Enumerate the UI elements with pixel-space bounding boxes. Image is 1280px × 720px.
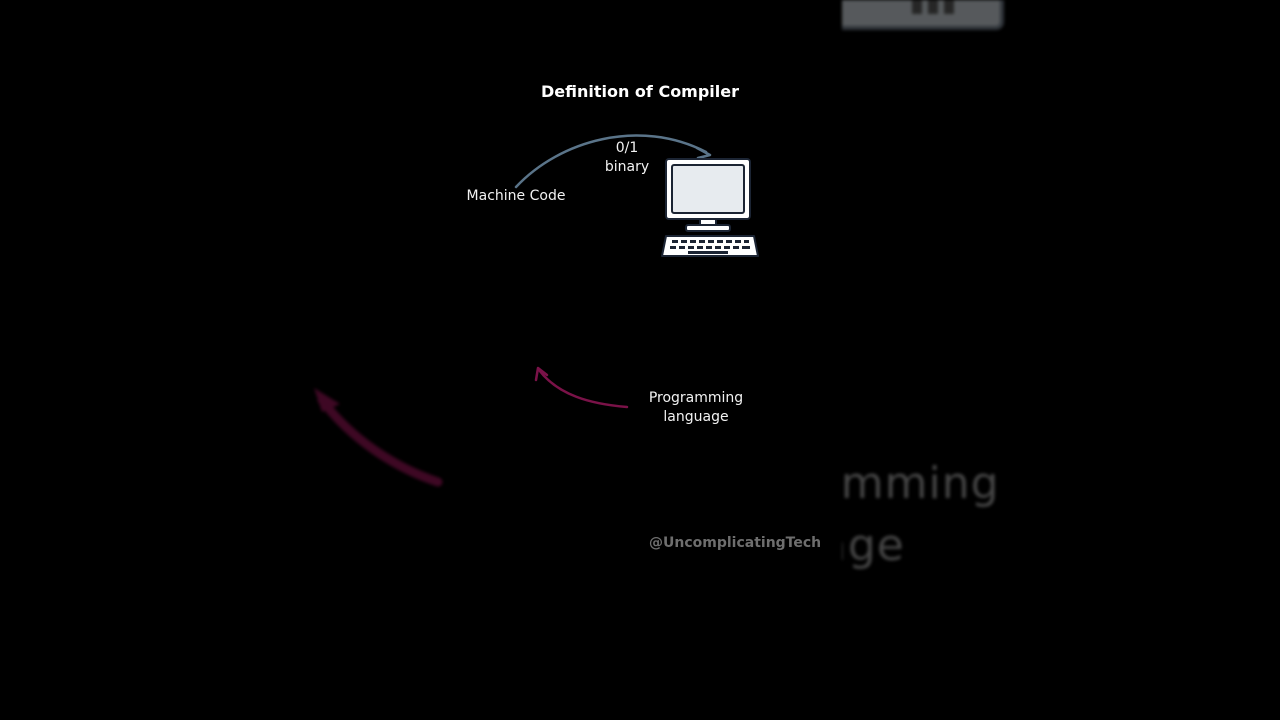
channel-watermark: @UncomplicatingTech bbox=[649, 535, 822, 551]
binary-label-line2: binary bbox=[604, 159, 650, 175]
programming-label-line1: Programming bbox=[648, 390, 744, 406]
background-keyboard-icon bbox=[842, 0, 1012, 36]
diagram-title: Definition of Compiler bbox=[540, 82, 740, 101]
binary-label-line1: 0/1 bbox=[615, 140, 639, 156]
computer-icon bbox=[661, 158, 759, 257]
background-text-line2: language bbox=[842, 520, 905, 571]
background-text-line1: Programming bbox=[842, 458, 1000, 509]
background-arrow bbox=[314, 388, 443, 487]
machine-code-label: Machine Code bbox=[466, 188, 566, 204]
programming-label-line2: language bbox=[663, 409, 729, 425]
programming-language-label: Programming language bbox=[636, 389, 756, 427]
binary-label: 0/1 binary bbox=[592, 139, 662, 177]
background-text-clip: Programming language bbox=[842, 440, 1002, 600]
